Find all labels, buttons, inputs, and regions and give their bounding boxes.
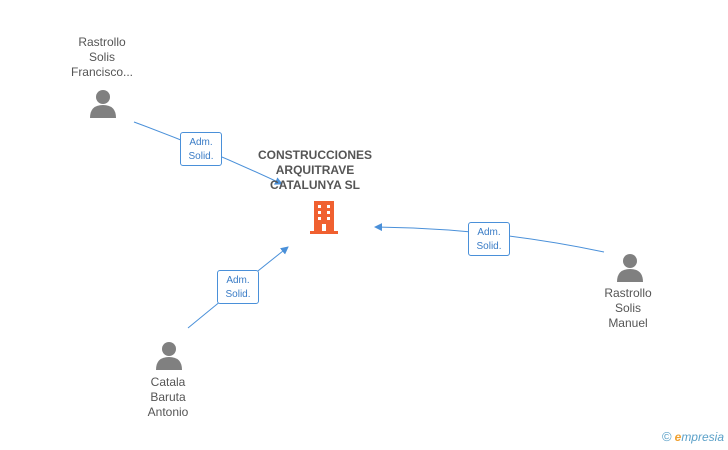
role-badge-manuel[interactable]: Adm. Solid. [468,222,510,256]
person-icon[interactable] [89,88,117,118]
copyright-symbol: © [662,429,672,444]
logo-text: mpresia [681,430,724,444]
role-badge-antonio[interactable]: Adm. Solid. [217,270,259,304]
logo-initial: e [674,430,682,444]
person-icon[interactable] [616,252,644,282]
person-icon[interactable] [155,340,183,370]
company-name[interactable]: CONSTRUCCIONES ARQUITRAVE CATALUNYA SL [257,148,372,192]
person-name-antonio[interactable]: Catala Baruta Antonio [147,375,189,419]
building-icon[interactable] [308,199,340,235]
role-badge-francisco[interactable]: Adm. Solid. [180,132,222,166]
person-name-manuel[interactable]: Rastrollo Solis Manuel [604,286,652,330]
person-name-francisco[interactable]: Rastrollo Solis Francisco... [70,35,133,79]
empresia-logo[interactable]: ©empresia [662,429,724,444]
